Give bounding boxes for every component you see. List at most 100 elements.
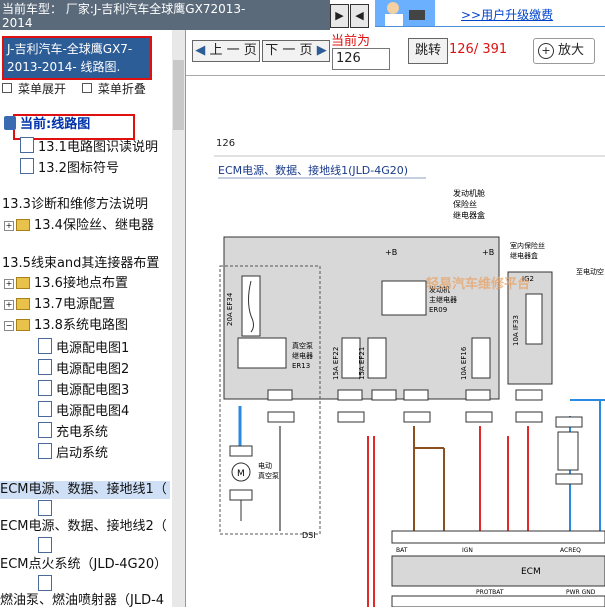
pump-label: 电动 xyxy=(258,461,272,470)
page-number: 126 xyxy=(216,138,235,149)
pwrgnd-label: PWR GND xyxy=(566,589,596,596)
acreq-label: ACREQ xyxy=(560,547,581,554)
arrow-right-button[interactable]: ▶ xyxy=(330,4,349,28)
minus-icon[interactable]: − xyxy=(4,321,14,331)
page-input[interactable]: 126 xyxy=(332,48,390,70)
tree-item-label: 13.8系统电路图 xyxy=(34,318,128,333)
menu-collapse-button[interactable]: 菜单折叠 xyxy=(97,82,146,96)
tree-item-label: ECM电源、数据、接地线1（ xyxy=(0,482,167,497)
tree-item-selected[interactable]: ECM电源、数据、接地线1（ xyxy=(0,481,170,499)
tree-item[interactable]: +13.6接地点布置 xyxy=(4,275,128,293)
engine-box-label-1: 发动机舱 xyxy=(453,188,485,198)
tree-item[interactable]: ECM电源、数据、接地线2（ xyxy=(0,518,170,536)
plus-icon[interactable]: + xyxy=(4,221,14,231)
sidebar: J-吉利汽车-全球鹰GX7-2013-2014- 线路图. 菜单展开 菜单折叠 … xyxy=(0,30,186,610)
prev-page-button[interactable]: ◀ 上 一 页 xyxy=(192,40,260,62)
sidebar-scrollbar[interactable] xyxy=(172,30,185,607)
zoom-label: 放大 xyxy=(558,43,585,58)
tree-item[interactable]: 13.5线束and其连接器布置 xyxy=(2,255,159,273)
tree-item-label: 充电系统 xyxy=(56,425,109,440)
ecm-label: ECM xyxy=(521,567,541,577)
plus-icon[interactable]: + xyxy=(4,279,14,289)
expand-icon xyxy=(2,83,12,93)
tree-item[interactable]: 13.2图标符号 xyxy=(20,158,119,178)
tree-current[interactable]: 当前:线路图 xyxy=(4,116,90,134)
folder-icon xyxy=(16,298,30,310)
doc-icon xyxy=(20,158,34,174)
tree-item[interactable]: 13.3诊断和维修方法说明 xyxy=(2,196,148,214)
dsi-label: DSI xyxy=(302,531,316,540)
engine-box-label-2: 保险丝 xyxy=(453,199,477,209)
tree-item-label: ECM点火系统（JLD-4G20） xyxy=(0,557,168,572)
diagram-title: ECM电源、数据、接地线1(JLD-4G20) xyxy=(218,163,408,177)
doc-icon xyxy=(38,443,52,459)
plus-icon[interactable]: + xyxy=(4,300,14,310)
interior-box-label-1: 室内保险丝 xyxy=(510,241,545,250)
engine-box-label-3: 继电器盒 xyxy=(453,210,485,220)
toolbar: ◀ 上 一 页 下 一 页 ▶ 当前为 126 跳转 126/ 391 +放大 xyxy=(186,30,605,76)
doc-icon xyxy=(20,137,34,153)
doc-icon xyxy=(38,338,52,354)
folder-open-icon xyxy=(16,319,30,331)
tree-item[interactable]: 13.1电路图识读说明 xyxy=(20,137,158,157)
doc-icon xyxy=(38,380,52,396)
vacuum-relay-label-3: ER13 xyxy=(292,362,310,370)
doc-icon xyxy=(38,500,52,516)
tree-item-doc[interactable] xyxy=(38,537,56,557)
zoom-button[interactable]: +放大 xyxy=(533,38,595,64)
collapse-icon xyxy=(81,83,92,93)
sidebar-title: J-吉利汽车-全球鹰GX7-2013-2014- 线路图. xyxy=(2,36,152,80)
main-relay-label-3: ER09 xyxy=(429,306,447,314)
tree-item[interactable]: 电源配电图1 xyxy=(38,338,129,358)
upgrade-link[interactable]: >>用户升级缴费 xyxy=(461,8,554,22)
tree-item-label: 13.6接地点布置 xyxy=(34,276,128,291)
tree-item[interactable]: 电源配电图4 xyxy=(38,401,129,421)
arrow-left-icon: ◀ xyxy=(195,43,206,58)
fuse-ef22: 15A EF22 xyxy=(332,347,340,380)
vacuum-relay-label-2: 继电器 xyxy=(292,351,313,360)
tree-item[interactable]: 电源配电图2 xyxy=(38,359,129,379)
plus-b-label: +B xyxy=(385,248,397,257)
tree-item-label: 13.3诊断和维修方法说明 xyxy=(2,197,148,212)
tree-item-label: 电源配电图1 xyxy=(56,341,130,356)
model-title-line2: 2014 xyxy=(2,16,33,30)
folder-icon xyxy=(16,277,30,289)
tree-item-label: 燃油泵、燃油喷射器（JLD-4 xyxy=(0,593,165,608)
main-relay-label-2: 主继电器 xyxy=(429,295,457,304)
tree-current-label: 当前:线路图 xyxy=(20,117,91,132)
upgrade-banner: >>用户升级缴费 xyxy=(375,0,605,27)
menu-controls: 菜单展开 菜单折叠 xyxy=(2,80,146,97)
tree-item-doc[interactable] xyxy=(38,575,56,595)
ig2-label: IG2 xyxy=(522,275,534,283)
tree-item[interactable]: 启动系统 xyxy=(38,443,108,463)
jump-button[interactable]: 跳转 xyxy=(408,38,448,64)
next-page-button[interactable]: 下 一 页 ▶ xyxy=(262,40,330,62)
tree-item[interactable]: +13.4保险丝、继电器 xyxy=(4,217,154,235)
menu-expand-button[interactable]: 菜单展开 xyxy=(18,82,67,96)
tree-item[interactable]: − 13.8系统电路图 xyxy=(4,317,128,335)
arrow-left-button[interactable]: ◀ xyxy=(350,4,369,28)
wiring-diagram[interactable]: 126 ECM电源、数据、接地线1(JLD-4G20) 发动机舱 保险丝 继电器… xyxy=(196,76,605,608)
tree-item-label: ECM电源、数据、接地线2（ xyxy=(0,519,167,534)
ign-label: IGN xyxy=(462,547,473,554)
watermark: 轻易汽车维修平台 xyxy=(426,276,530,292)
book-icon xyxy=(4,116,16,130)
tree-item-doc[interactable] xyxy=(38,500,56,520)
tree-item[interactable]: 燃油泵、燃油喷射器（JLD-4 xyxy=(0,592,170,610)
tree-item[interactable]: 充电系统 xyxy=(38,422,108,442)
tree-item-label: 启动系统 xyxy=(56,446,109,461)
scrollbar-thumb[interactable] xyxy=(173,60,184,130)
tree-item[interactable]: 电源配电图3 xyxy=(38,380,129,400)
fuse-ef21: 15A EF21 xyxy=(358,347,366,380)
motor-symbol: M xyxy=(237,469,245,479)
tree-item[interactable]: ECM点火系统（JLD-4G20） xyxy=(0,556,170,574)
tree-item-label: 13.1电路图识读说明 xyxy=(38,140,158,155)
vacuum-relay-label: 真空泵 xyxy=(292,341,313,350)
folder-icon xyxy=(16,219,30,231)
tree-item[interactable]: +13.7电源配置 xyxy=(4,296,115,314)
mascot-icon xyxy=(375,0,435,26)
tree-item-label: 电源配电图3 xyxy=(56,383,130,398)
tree-item-label: 13.4保险丝、继电器 xyxy=(34,218,154,233)
page-count: 126/ 391 xyxy=(449,42,508,57)
interior-box-label-2: 继电器盒 xyxy=(510,251,538,260)
